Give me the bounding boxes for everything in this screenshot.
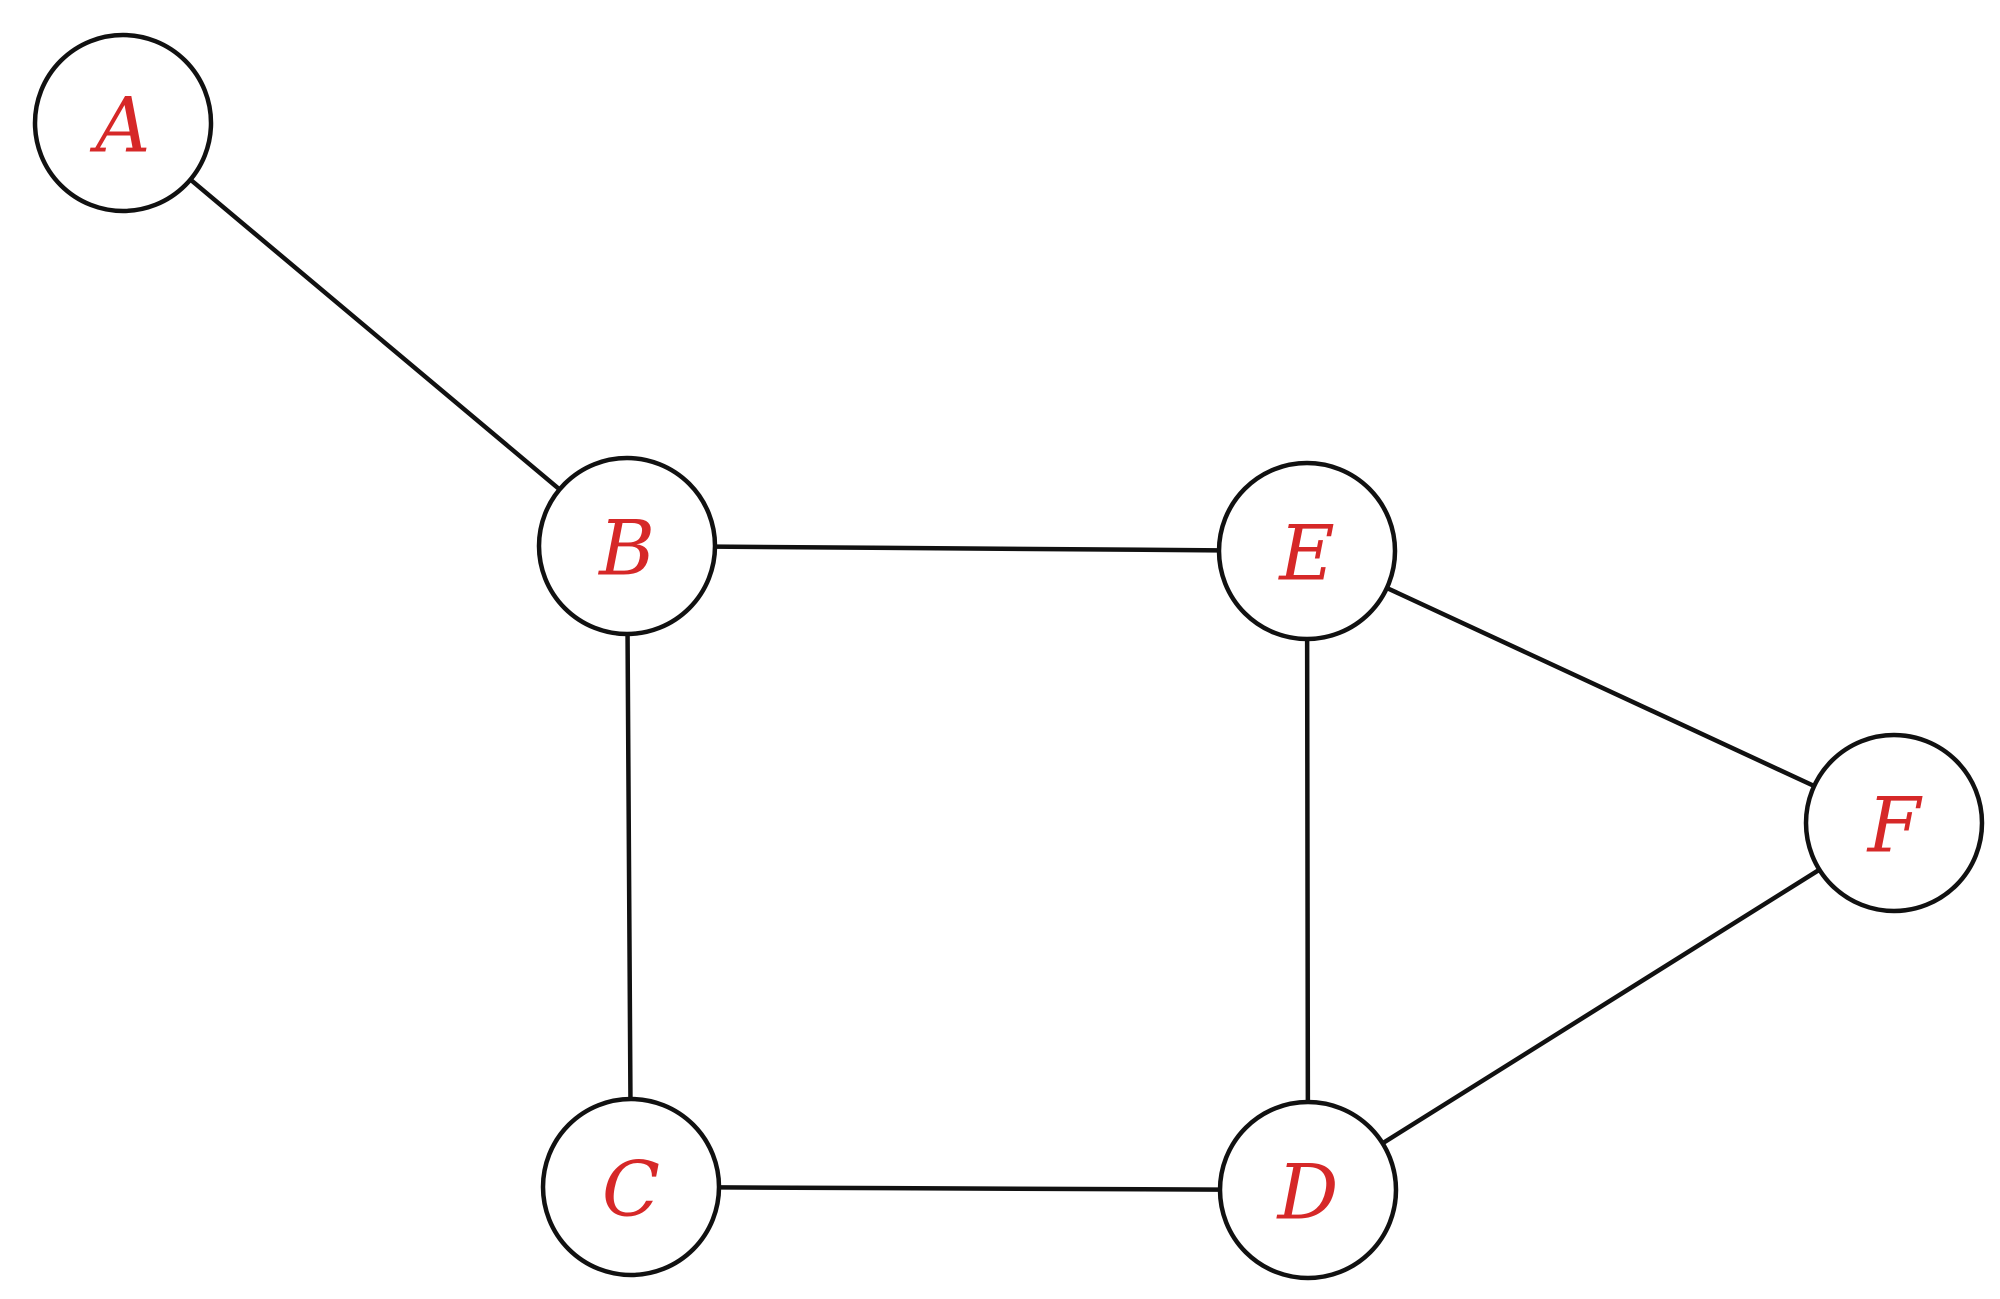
edge-e-f	[1384, 585, 1817, 789]
node-e: E	[1216, 460, 1398, 642]
node-e-label: E	[1277, 509, 1334, 598]
node-b-label: B	[597, 504, 655, 593]
node-d: D	[1217, 1099, 1399, 1281]
edge-d-f	[1380, 867, 1822, 1146]
node-e-circle	[1216, 460, 1398, 642]
node-c: C	[540, 1096, 722, 1278]
node-f: F	[1803, 732, 1985, 914]
node-d-label: D	[1276, 1148, 1339, 1237]
edge-e-d	[1304, 636, 1311, 1105]
node-b-circle	[536, 455, 718, 637]
node-f-circle	[1803, 732, 1985, 914]
node-d-circle	[1217, 1099, 1399, 1281]
edge-b-c	[625, 631, 633, 1102]
node-a-label: A	[90, 81, 151, 170]
node-a-circle	[32, 32, 214, 214]
edge-c-d	[716, 1185, 1223, 1192]
edge-a-b	[188, 177, 562, 492]
node-a: A	[32, 32, 214, 214]
node-layer: A B C D E F	[32, 32, 1985, 1281]
node-b: B	[536, 455, 718, 637]
node-f-label: F	[1866, 781, 1923, 870]
edge-b-e	[712, 544, 1222, 553]
node-c-label: C	[602, 1145, 660, 1234]
node-c-circle	[540, 1096, 722, 1278]
edge-layer	[188, 177, 1822, 1192]
